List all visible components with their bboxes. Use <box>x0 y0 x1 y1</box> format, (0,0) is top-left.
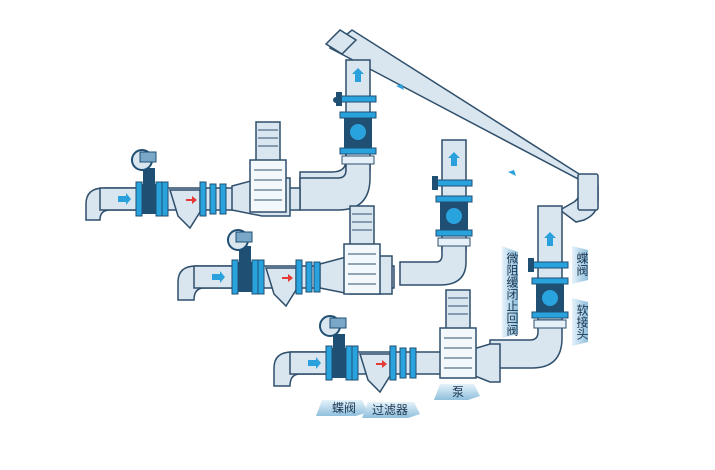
label-butterfly-valve-bottom: 蝶阀 <box>316 400 368 416</box>
red-arrow-icon <box>186 196 197 204</box>
discharge-header <box>324 29 599 223</box>
label-soft-joint: 软接头 <box>572 298 589 346</box>
flow-arrow-icon <box>212 271 225 283</box>
pump-2 <box>343 205 381 295</box>
flow-arrow-icon <box>396 84 404 90</box>
butterfly-valve-3 <box>319 315 353 381</box>
svg-text:过滤器: 过滤器 <box>372 403 408 417</box>
riser-1-valves <box>333 92 377 165</box>
label-butterfly-valve-right: 蝶阀 <box>572 246 589 284</box>
svg-text:蝶阀: 蝶阀 <box>575 251 589 277</box>
pump-1 <box>249 121 287 213</box>
svg-text:泵: 泵 <box>452 385 464 399</box>
flow-arrow-icon <box>448 152 460 166</box>
flow-arrows <box>118 68 556 369</box>
svg-text:蝶阀: 蝶阀 <box>332 400 356 415</box>
flow-arrow-icon <box>508 170 516 176</box>
flow-arrow-icon <box>118 193 131 205</box>
butterfly-valve-2 <box>227 229 259 295</box>
riser-2-valves <box>432 176 473 247</box>
svg-text:软接头: 软接头 <box>575 304 589 340</box>
flow-arrow-icon <box>352 68 364 82</box>
butterfly-valve-1 <box>131 149 163 217</box>
flow-arrow-icon <box>308 357 321 369</box>
red-arrow-icon <box>282 274 293 282</box>
label-pump: 泵 <box>434 384 480 400</box>
label-check-valve: 微阻缓闭止回阀 <box>502 246 519 338</box>
pump-3 <box>439 289 477 379</box>
label-filter: 过滤器 <box>362 402 420 418</box>
flow-arrow-icon <box>544 232 556 246</box>
strainer-arrows <box>186 196 387 368</box>
svg-text:微阻缓闭止回阀: 微阻缓闭止回阀 <box>505 252 519 337</box>
red-arrow-icon <box>376 360 387 368</box>
riser-3-valves <box>528 258 569 329</box>
